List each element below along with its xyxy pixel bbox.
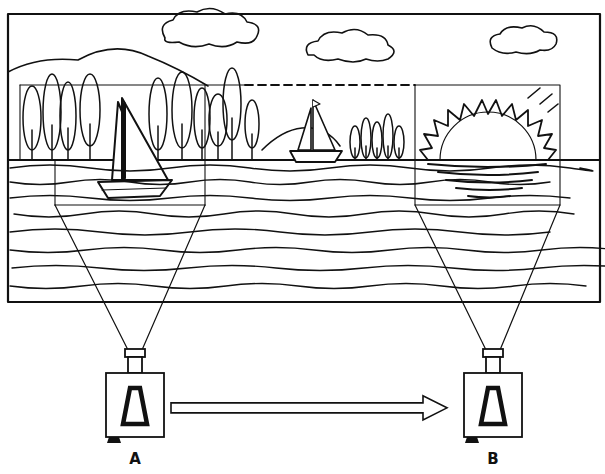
projector-foot <box>465 437 479 443</box>
projector-node: B <box>463 348 523 443</box>
projector-label: B <box>443 451 543 467</box>
view-frames-part <box>19 85 20 160</box>
sailboats-part <box>298 108 311 150</box>
projector-lens <box>125 349 145 357</box>
trees <box>23 68 404 160</box>
setting-sun-part <box>440 112 536 160</box>
trees-part <box>181 124 183 160</box>
projector-neck <box>128 357 142 373</box>
setting-sun-part <box>540 94 552 104</box>
clouds <box>162 8 556 62</box>
view-frames <box>20 85 560 205</box>
picture-frame <box>8 14 600 302</box>
view-frames-part <box>54 160 55 205</box>
trees-part <box>51 125 53 160</box>
sailboats-part <box>313 100 320 107</box>
clouds-part <box>490 26 557 54</box>
projector-symbol <box>463 348 523 443</box>
water-waves-part <box>12 266 605 271</box>
trees-part <box>67 128 69 160</box>
hills <box>8 49 340 150</box>
sailboats-part <box>122 98 168 180</box>
projection-lines-part <box>55 205 128 350</box>
trees-part <box>157 126 159 160</box>
projector-symbol <box>105 348 165 443</box>
projector-lens <box>483 349 503 357</box>
sailboats-part <box>102 188 166 190</box>
trees-part <box>398 148 400 160</box>
water-waves-part <box>10 165 593 171</box>
water-waves-part <box>10 248 605 253</box>
movement-arrow <box>171 396 447 420</box>
projector-lamp <box>481 388 505 424</box>
trees-part <box>365 146 367 160</box>
projector-foot <box>107 437 121 443</box>
picture-frame-part <box>8 14 600 302</box>
trees-part <box>231 118 233 160</box>
trees-part <box>31 130 33 160</box>
view-frames-part <box>20 84 245 85</box>
trees-part <box>251 134 253 160</box>
projector-neck <box>486 357 500 373</box>
trees-part <box>376 148 378 160</box>
water-waves-part <box>10 180 550 185</box>
clouds-part <box>162 8 258 46</box>
water-waves <box>10 165 605 289</box>
setting-sun-part <box>528 88 540 98</box>
trees-part <box>217 132 219 160</box>
water-waves-part <box>10 229 550 235</box>
sailboats-part <box>313 100 335 150</box>
setting-sun-part <box>438 172 538 175</box>
projector-label: A <box>85 451 185 467</box>
projector-body <box>464 373 522 437</box>
projector-node: A <box>105 348 165 443</box>
setting-sun-part <box>548 104 558 112</box>
view-frames-part <box>415 85 560 205</box>
water-waves-part <box>10 196 570 201</box>
trees-part <box>201 130 203 160</box>
view-frames-part <box>245 84 415 86</box>
projection-lines-part <box>142 205 205 350</box>
setting-sun-part <box>420 100 556 160</box>
projection-lines <box>55 205 560 350</box>
trees-part <box>89 124 91 160</box>
projector-lamp <box>123 388 147 424</box>
projection-lines-part <box>415 205 486 350</box>
view-frames-part <box>55 204 205 205</box>
sailboats-part <box>122 104 126 178</box>
projector-body <box>106 373 164 437</box>
sailboats-part <box>290 151 342 162</box>
trees-part <box>387 146 389 160</box>
projection-lines-part <box>500 205 560 350</box>
water-waves-part <box>14 211 574 217</box>
clouds-part <box>306 29 394 62</box>
setting-sun-part <box>456 188 522 190</box>
trees-part <box>354 148 356 160</box>
hills-part <box>8 49 208 86</box>
